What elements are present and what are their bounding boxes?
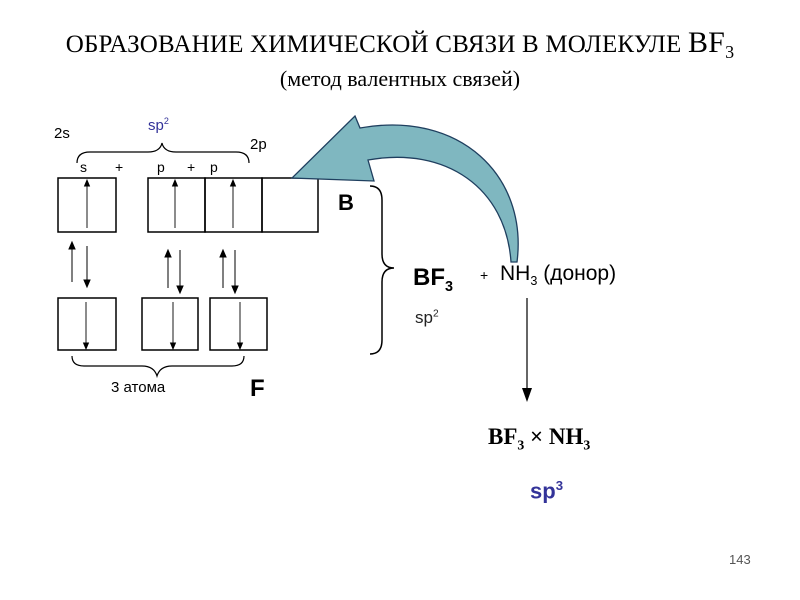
nh3-donor: NH3 (донор) [500, 262, 617, 289]
fluorine-electrons [82, 302, 244, 351]
molecule-brace [369, 185, 395, 355]
fluorine-box-1 [57, 297, 117, 351]
plus-sign: + [480, 267, 489, 283]
product-formula: BF3 × NH3 [488, 424, 591, 453]
fluorine-box-3 [209, 297, 268, 351]
fluorine-box-2 [141, 297, 199, 351]
label-2s: 2s [54, 125, 70, 142]
label-sp2: sp2 [148, 116, 169, 134]
title-text: ОБРАЗОВАНИЕ ХИМИЧЕСКОЙ СВЯЗИ В МОЛЕКУЛЕ [65, 31, 688, 58]
label-p-1: p [157, 159, 165, 175]
sp2-brace [76, 142, 250, 164]
fluorine-orbitals [57, 297, 268, 351]
slide-subtitle: (метод валентных связей) [279, 66, 521, 91]
bond-arrows [68, 240, 239, 295]
label-2p: 2p [250, 136, 267, 153]
title-formula-subscript: 3 [725, 42, 735, 62]
label-s: s [80, 159, 87, 175]
fluorine-symbol: F [250, 375, 265, 402]
boron-symbol: B [338, 190, 354, 215]
slide-title: ОБРАЗОВАНИЕ ХИМИЧЕСКОЙ СВЯЗИ В МОЛЕКУЛЕ … [0, 26, 800, 63]
label-plus-1: + [115, 159, 124, 175]
boron-2s-box [57, 177, 117, 233]
boron-orbitals [57, 177, 319, 233]
boron-electron-2s-head [83, 178, 91, 187]
bf3-formula: BF3 [413, 264, 454, 295]
label-plus-2: + [187, 159, 196, 175]
product-hybridization: sp3 [530, 478, 564, 504]
bf3-hybridization: sp2 [415, 308, 439, 327]
boron-electrons [83, 178, 237, 228]
boron-2p-box-3 [261, 177, 319, 233]
title-formula: BF [687, 26, 726, 59]
label-p-2: p [210, 159, 218, 175]
fluorine-atoms-label: 3 атома [111, 379, 166, 396]
page-number: 143 [729, 552, 751, 567]
fluorine-brace [71, 355, 245, 379]
donor-curved-arrow [290, 114, 519, 263]
